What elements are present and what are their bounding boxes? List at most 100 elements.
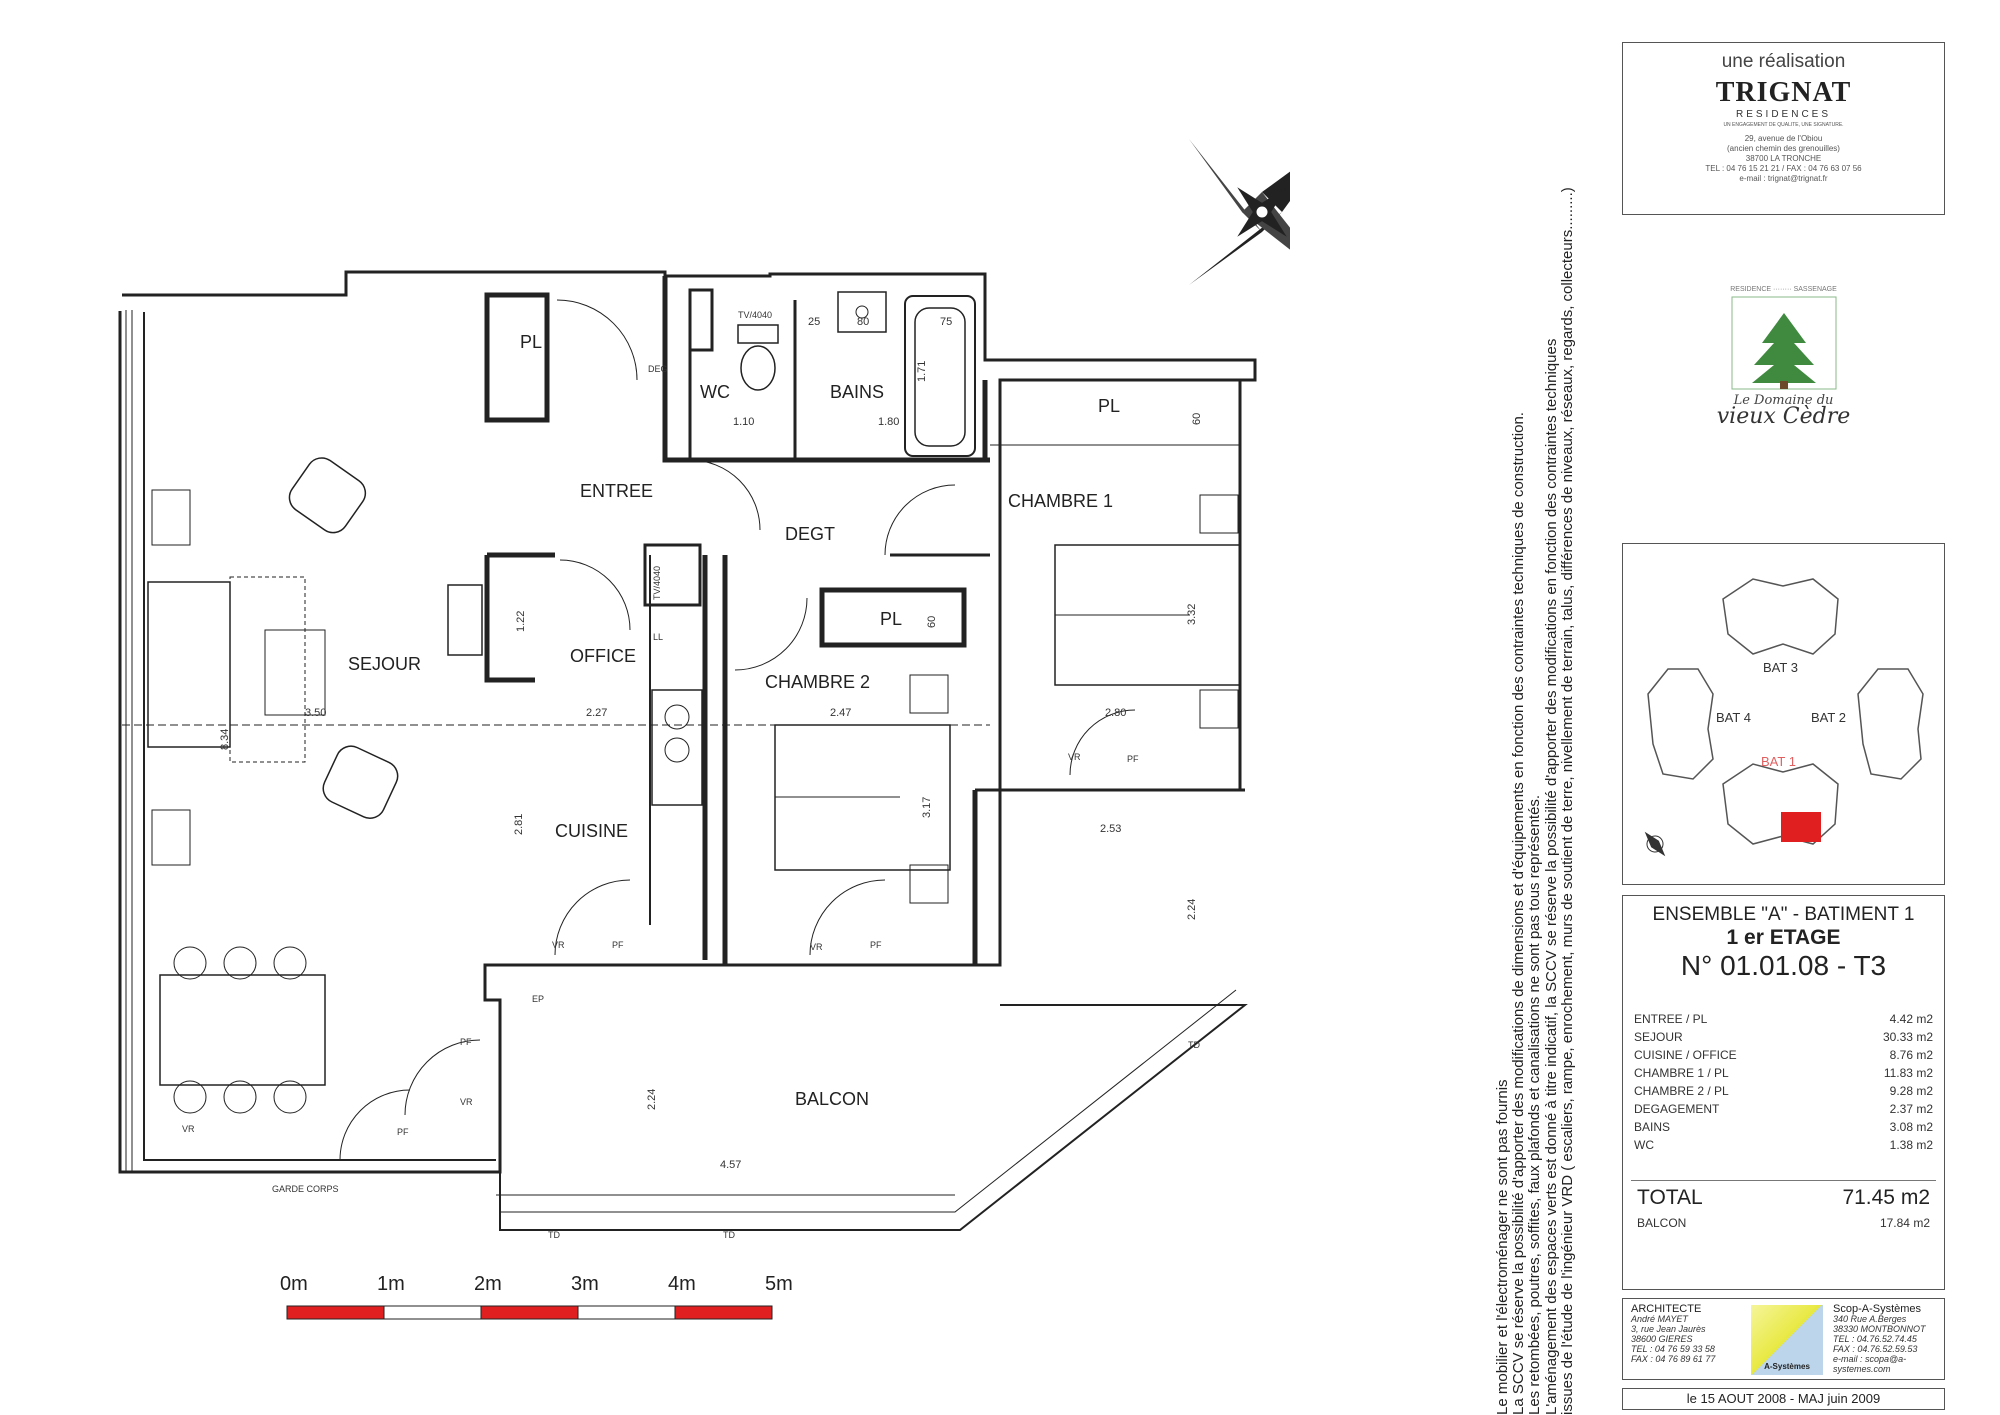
dim-label: 3.50 <box>305 707 326 719</box>
title-ensemble: ENSEMBLE "A" - BATIMENT 1 <box>1652 904 1915 925</box>
realisation-text: une réalisation <box>1721 51 1846 72</box>
bet-credit: Scop-A-Systèmes 340 Rue A.Berges 38330 M… <box>1833 1303 1926 1375</box>
mark-label: TV/4040 <box>738 310 772 320</box>
credits-panel: ARCHITECTE André MAYET 3, rue Jean Jaurè… <box>1622 1298 1945 1380</box>
mark-label: PF <box>397 1127 409 1137</box>
mark-label: VR <box>460 1097 473 1107</box>
room-balcon: BALCON <box>795 1089 869 1109</box>
dim-label: 4.57 <box>720 1159 741 1171</box>
balcon-value: 17.84 m2 <box>1879 1216 1930 1230</box>
scale-bar: 0m 1m 2m 3m 4m 5m <box>280 1273 793 1320</box>
key-bat2: BAT 2 <box>1811 710 1846 725</box>
dim-label: 3.17 <box>921 797 933 818</box>
mark-label: EP <box>532 994 544 1004</box>
promoter-tagline: UN ENGAGEMENT DE QUALITE, UNE SIGNATURE. <box>1723 122 1844 128</box>
dim-label: 2.80 <box>1105 707 1126 719</box>
dim-label: 60 <box>926 616 938 628</box>
mark-label: TD <box>548 1230 560 1240</box>
room-pl-chambre2: PL <box>880 609 902 629</box>
title-etage: 1 er ETAGE <box>1726 926 1841 949</box>
bet-logo: A-Systèmes <box>1751 1305 1823 1375</box>
mark-label: TV/4040 <box>652 566 662 600</box>
note-line: Le mobilier et l'électroménager ne sont … <box>1494 1079 1511 1415</box>
dim-label: 1.80 <box>878 416 899 428</box>
mark-label: VR <box>552 940 565 950</box>
mark-label: LL <box>653 632 663 642</box>
dim-label: 1.71 <box>916 361 928 382</box>
total-value: 71.45 m2 <box>1842 1186 1930 1209</box>
key-bat3: BAT 3 <box>1763 660 1798 675</box>
dim-label: 2.81 <box>513 814 525 835</box>
note-line: issues de l'étude de l'ingénieur VRD ( e… <box>1558 187 1576 1415</box>
dim-label: 25 <box>808 316 820 328</box>
dim-label: 80 <box>857 316 869 328</box>
room-chambre2: CHAMBRE 2 <box>765 672 870 692</box>
dim-label: 75 <box>940 316 952 328</box>
compass-icon <box>1644 831 1666 857</box>
compass-rose-icon <box>1189 139 1290 285</box>
room-cuisine: CUISINE <box>555 821 628 841</box>
key-bat1: BAT 1 <box>1761 754 1796 769</box>
promoter-address: 29, avenue de l'Obiou (ancien chemin des… <box>1705 134 1862 183</box>
mark-label: DEG <box>648 364 668 374</box>
scale-label: 3m <box>571 1273 599 1295</box>
scale-label: 4m <box>668 1273 696 1295</box>
dim-label: 3.32 <box>1186 604 1198 625</box>
architect-credit: ARCHITECTE André MAYET 3, rue Jean Jaurè… <box>1631 1303 1716 1365</box>
armchair-1 <box>288 457 367 534</box>
promoter-residences: RESIDENCES <box>1735 109 1831 120</box>
residence-logo: RESIDENCE ········ SASSENAGE Le Domaine … <box>1622 282 1945 462</box>
dim-label: 2.24 <box>646 1089 658 1110</box>
apartment-info-panel: ENSEMBLE "A" - BATIMENT 1 1 er ETAGE N° … <box>1622 895 1945 1290</box>
mark-label: PF <box>870 940 882 950</box>
note-line: La SCCV se réserve la possibilité d'appo… <box>1510 412 1528 1415</box>
bat1-highlight <box>1781 812 1821 842</box>
cedar-tree-icon <box>1731 296 1836 390</box>
residence-location: RESIDENCE ········ SASSENAGE <box>1730 286 1837 293</box>
mark-label: TD <box>723 1230 735 1240</box>
room-wc: WC <box>700 382 730 402</box>
promoter-logo: TRIGNAT <box>1715 77 1852 108</box>
balcony-outline <box>499 1000 1248 1231</box>
dim-label: 2.27 <box>586 707 607 719</box>
mark-label: PF <box>1127 754 1139 764</box>
mark-label: TD <box>1188 1040 1200 1050</box>
room-chambre1: CHAMBRE 1 <box>1008 491 1113 511</box>
scale-label: 5m <box>765 1273 793 1295</box>
mark-label: GARDE CORPS <box>272 1184 339 1194</box>
balcon-label: BALCON <box>1637 1216 1687 1230</box>
key-plan: BAT 3 BAT 4 BAT 2 BAT 1 <box>1622 543 1945 885</box>
title-apartment-number: N° 01.01.08 - T3 <box>1680 950 1887 981</box>
dim-label: 2.53 <box>1100 823 1121 835</box>
promoter-panel: une réalisation TRIGNAT RESIDENCES UN EN… <box>1622 42 1945 215</box>
dim-label: 2.24 <box>1186 899 1198 920</box>
room-degt: DEGT <box>785 524 835 544</box>
dining-table <box>159 974 326 1086</box>
armchair-2 <box>322 745 399 819</box>
room-pl-entree: PL <box>520 332 542 352</box>
floor-plan: PL WC BAINS PL ENTREE CHAMBRE 1 DEGT PL … <box>118 139 1290 1320</box>
key-bat4: BAT 4 <box>1716 710 1751 725</box>
room-office: OFFICE <box>570 646 636 666</box>
scale-label: 0m <box>280 1273 308 1295</box>
residence-name-1: Le Domaine du <box>1733 393 1834 408</box>
dim-label: 2.47 <box>830 707 851 719</box>
dim-label: 1.22 <box>515 611 527 632</box>
note-line: Les retombées, poutres, soffites, faux p… <box>1526 794 1544 1415</box>
mark-label: VR <box>182 1124 195 1134</box>
mark-label: VR <box>1068 752 1081 762</box>
room-sejour: SEJOUR <box>348 654 421 674</box>
dim-label: 60 <box>1191 413 1203 425</box>
scale-label: 2m <box>474 1273 502 1295</box>
residence-name-2: vieux Cèdre <box>1716 404 1851 429</box>
dim-label: 8.34 <box>219 729 231 750</box>
room-bains: BAINS <box>830 382 884 402</box>
